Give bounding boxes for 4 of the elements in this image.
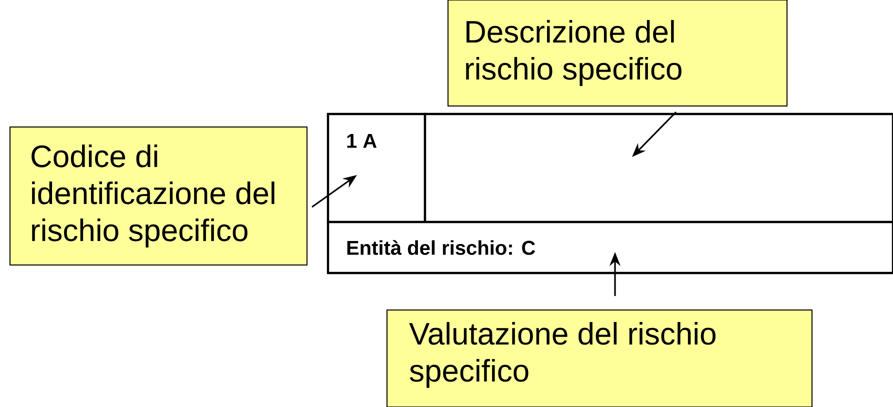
callout-box: Codice di identificazione del rischio specifico: [10, 126, 308, 266]
callout-box: Descrizione del rischio specifico: [448, 0, 788, 106]
table-cell: 1 A: [326, 112, 426, 224]
callout-box: Valutazione del rischio specifico: [386, 310, 812, 407]
